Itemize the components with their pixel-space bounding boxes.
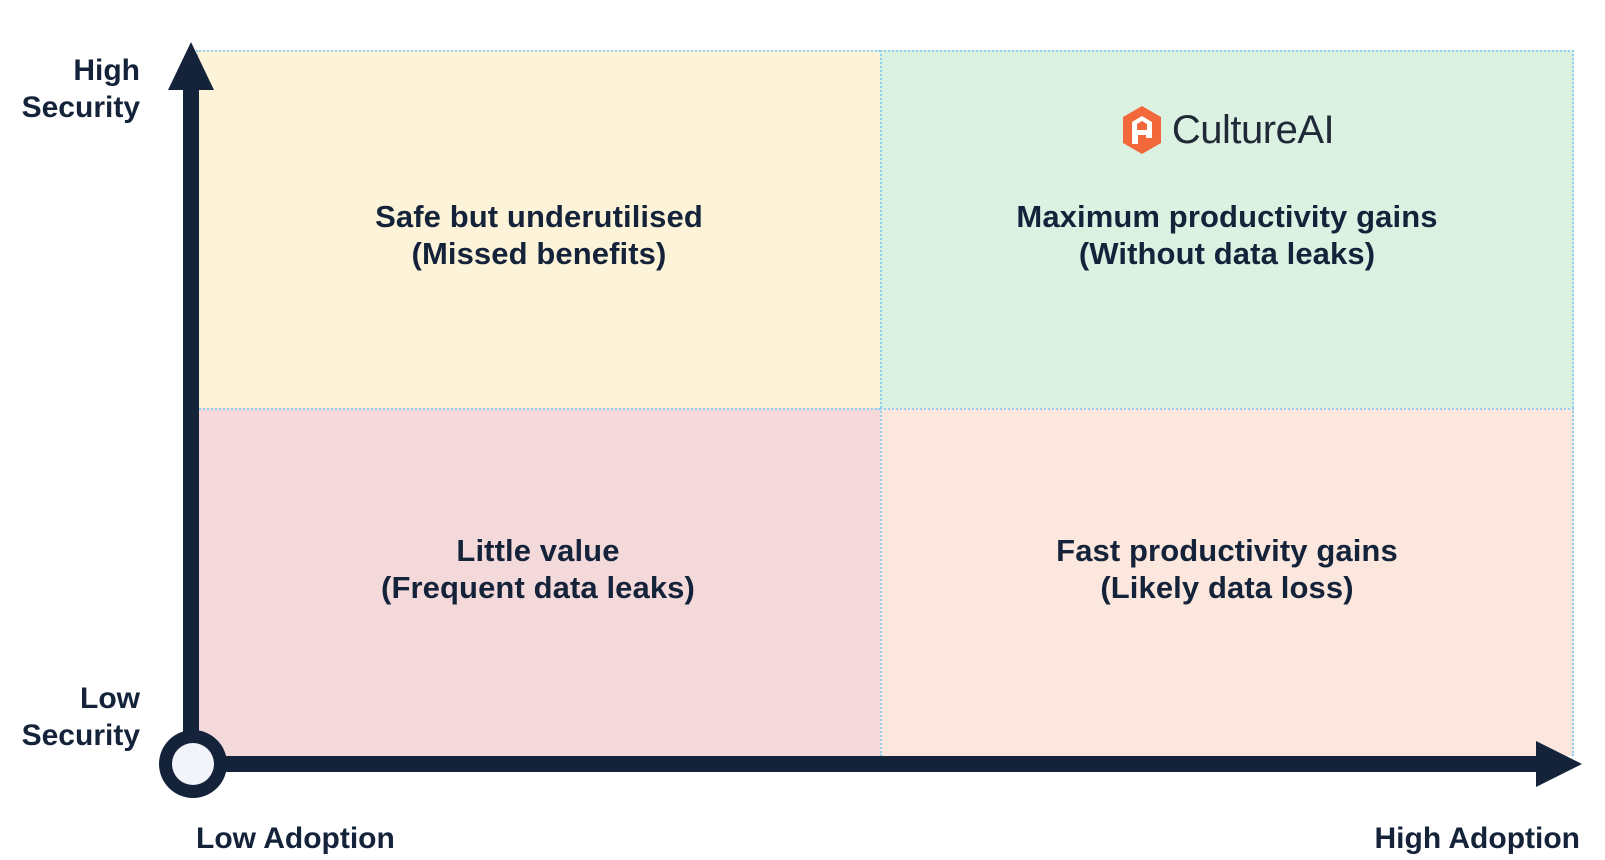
quadrant-bottom-left: Little value (Frequent data leaks): [196, 408, 880, 756]
quadrant-title: Maximum productivity gains: [1016, 199, 1438, 234]
y-axis-low-label: Low Security: [22, 680, 140, 754]
x-axis-low-label: Low Adoption: [196, 822, 395, 855]
quadrant-top-right: CultureAI Maximum productivity gains (Wi…: [880, 50, 1574, 408]
y-axis-arrowhead: [168, 42, 214, 90]
quadrant-subtitle: (Likely data loss): [1100, 570, 1354, 605]
quadrant-bottom-right-text: Fast productivity gains (Likely data los…: [882, 532, 1572, 606]
x-axis-arrowhead: [1536, 741, 1582, 787]
quadrant-title: Little value: [456, 533, 620, 568]
quadrant-top-left: Safe but underutilised (Missed benefits): [196, 50, 880, 408]
quadrant-bottom-left-text: Little value (Frequent data leaks): [196, 532, 880, 606]
quadrant-subtitle: (Without data leaks): [1078, 236, 1376, 271]
quadrant-subtitle: (Frequent data leaks): [381, 570, 695, 605]
quadrant-bottom-right: Fast productivity gains (Likely data los…: [880, 408, 1574, 756]
quadrant-top-right-text: Maximum productivity gains (Without data…: [882, 198, 1572, 272]
x-axis-high-label: High Adoption: [1374, 822, 1581, 855]
y-axis-low-label-line: Low: [80, 682, 140, 715]
brand-name: CultureAI: [1171, 107, 1335, 152]
origin-circle-inner: [172, 743, 214, 785]
brand-logo: CultureAI: [882, 104, 1572, 156]
quadrant-title: Safe but underutilised: [375, 199, 703, 234]
culture-ai-logo-icon: [1122, 106, 1161, 154]
y-axis-high-label-line: Security: [21, 91, 140, 124]
quadrant-subtitle: (Missed benefits): [411, 236, 667, 271]
quadrant-title: Fast productivity gains: [1056, 533, 1398, 568]
y-axis-high-label: High Security: [22, 52, 140, 126]
y-axis-low-label-line: Security: [21, 719, 140, 752]
quadrant-top-left-text: Safe but underutilised (Missed benefits): [198, 198, 880, 272]
y-axis-high-label-line: High: [73, 54, 140, 87]
